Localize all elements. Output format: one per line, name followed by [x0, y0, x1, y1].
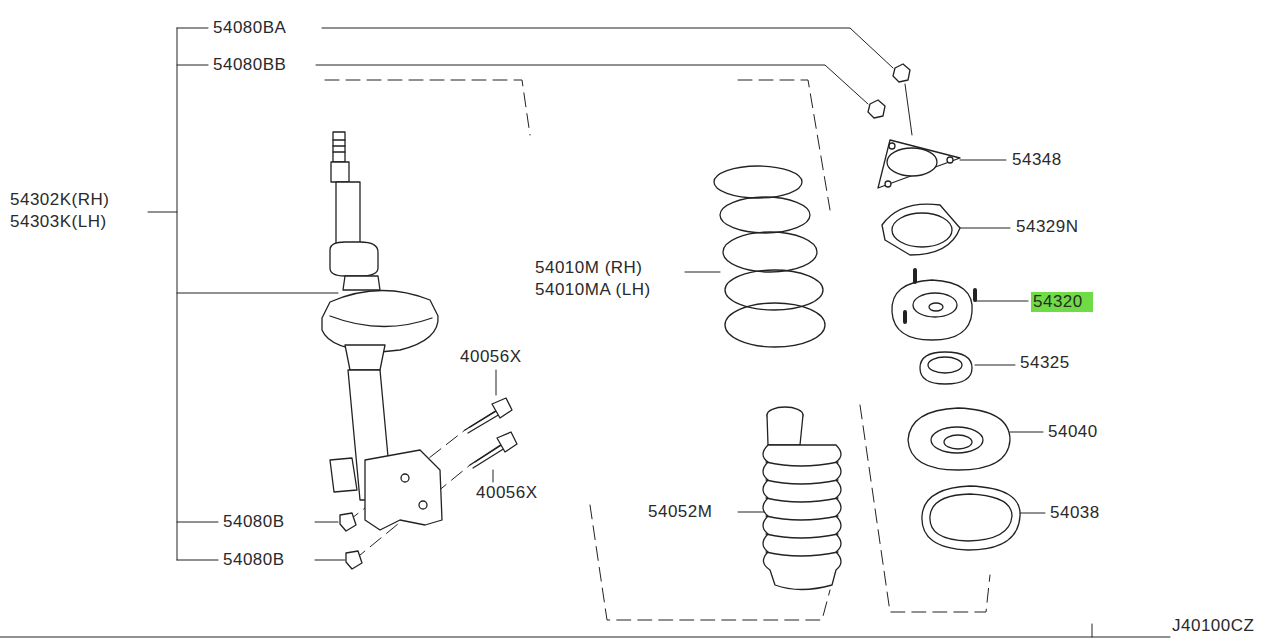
part-number: 54080B — [223, 550, 285, 570]
dust-boot — [763, 407, 841, 590]
part-number: 54348 — [1012, 150, 1062, 170]
part-number: 40056X — [476, 483, 538, 503]
coil-spring — [714, 166, 825, 347]
part-number: 54080BB — [213, 55, 286, 75]
mount-parts — [868, 64, 1020, 550]
part-number: 40056X — [460, 347, 522, 367]
part-number: 54325 — [1020, 353, 1070, 373]
part-number: 54010MA (LH) — [535, 280, 651, 300]
part-number: 54320 — [1033, 292, 1083, 312]
part-number: 54040 — [1048, 422, 1098, 442]
leader-lines — [0, 28, 1170, 637]
strut — [322, 132, 442, 530]
group-brackets — [325, 80, 990, 620]
part-number: 54010M (RH) — [535, 258, 643, 278]
part-number: 54080BA — [213, 18, 286, 38]
part-number: 54302K(RH) — [10, 190, 110, 210]
part-number: 54303K(LH) — [10, 212, 107, 232]
part-number: 54052M — [648, 502, 712, 522]
highlight — [1031, 292, 1093, 312]
part-number: 54038 — [1050, 503, 1100, 523]
part-number: 54080B — [223, 512, 285, 532]
part-number: 54329N — [1016, 217, 1079, 237]
drawing-number: J40100CZ — [1172, 616, 1254, 636]
